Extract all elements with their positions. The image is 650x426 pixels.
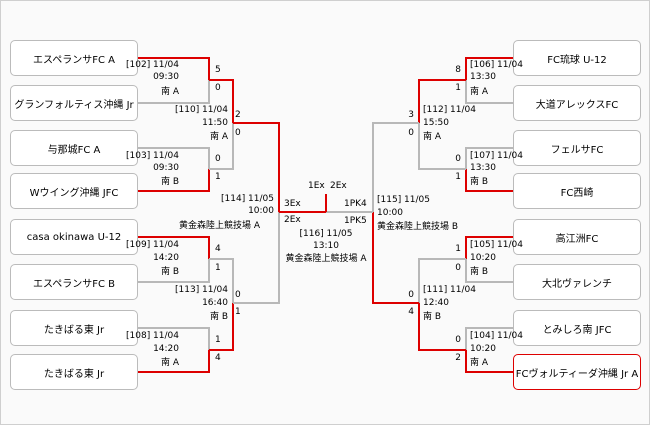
match-113-time: 16:40 bbox=[202, 298, 228, 308]
match-115-id: [115] 11/05 bbox=[377, 195, 430, 205]
match-109-id: [109] 11/04 bbox=[126, 240, 179, 250]
match-110-score-1: 2 bbox=[235, 110, 241, 120]
team-left-2[interactable]: グランフォルティス沖縄 Jr bbox=[10, 85, 138, 121]
match-115-venue: 黄金森陸上競技場 B bbox=[377, 222, 459, 232]
team-right-1[interactable]: FC琉球 U-12 bbox=[513, 40, 641, 76]
match-115-score-2: 0 bbox=[408, 128, 414, 138]
team-left-4[interactable]: Wウイング沖縄 JFC bbox=[10, 173, 138, 209]
match-110-id: [110] 11/04 bbox=[175, 105, 228, 115]
final-score-right-pk: 1PK5 bbox=[344, 216, 367, 226]
team-right-7[interactable]: とみしろ南 JFC bbox=[513, 310, 641, 346]
match-106-score-2: 1 bbox=[455, 83, 461, 93]
match-112-venue: 南 A bbox=[423, 132, 442, 142]
match-106-venue: 南 A bbox=[470, 87, 489, 97]
match-107-id: [107] 11/04 bbox=[470, 151, 523, 161]
match-104-time: 10:20 bbox=[470, 344, 496, 354]
match-106-time: 13:30 bbox=[470, 72, 496, 82]
match-103-id: [103] 11/04 bbox=[126, 151, 179, 161]
match-109-time: 14:20 bbox=[153, 253, 179, 263]
team-left-5[interactable]: casa okinawa U-12 bbox=[10, 219, 138, 255]
match-111-time: 12:40 bbox=[423, 298, 449, 308]
match-114-time: 10:00 bbox=[248, 206, 274, 216]
match-105-time: 10:20 bbox=[470, 253, 496, 263]
match-108-venue: 南 A bbox=[160, 358, 179, 368]
match-108-score-1: 1 bbox=[215, 335, 221, 345]
match-113-score-2: 1 bbox=[235, 307, 241, 317]
match-115-score-1: 3 bbox=[408, 110, 414, 120]
final-venue: 黄金森陸上競技場 A bbox=[285, 254, 367, 264]
team-right-2[interactable]: 大道アレックスFC bbox=[513, 85, 641, 121]
match-102-score-2: 0 bbox=[215, 83, 221, 93]
match-111-score-2: 4 bbox=[408, 307, 414, 317]
match-107-score-1: 0 bbox=[455, 154, 461, 164]
final-score-right-main: 2Ex bbox=[330, 181, 347, 191]
match-104-score-1: 0 bbox=[455, 335, 461, 345]
match-107-time: 13:30 bbox=[470, 163, 496, 173]
match-108-time: 14:20 bbox=[153, 344, 179, 354]
match-106-id: [106] 11/04 bbox=[470, 60, 523, 70]
team-right-3[interactable]: フェルサFC bbox=[513, 130, 641, 166]
match-113-score-1: 0 bbox=[235, 290, 241, 300]
match-103-score-1: 0 bbox=[215, 154, 221, 164]
match-102-venue: 南 A bbox=[160, 87, 179, 97]
match-112-id: [112] 11/04 bbox=[423, 105, 476, 115]
match-104-venue: 南 A bbox=[470, 358, 489, 368]
team-left-7[interactable]: たきばる東 Jr bbox=[10, 310, 138, 346]
team-left-1[interactable]: エスペランサFC A bbox=[10, 40, 138, 76]
match-102-id: [102] 11/04 bbox=[126, 60, 179, 70]
match-110-time: 11:50 bbox=[202, 118, 228, 128]
match-108-id: [108] 11/04 bbox=[126, 331, 179, 341]
match-104-id: [104] 11/04 bbox=[470, 331, 523, 341]
match-105-venue: 南 B bbox=[470, 267, 489, 277]
final-id: [116] 11/05 bbox=[299, 229, 353, 239]
final-score-left-main: 1Ex bbox=[308, 181, 325, 191]
match-115-time: 10:00 bbox=[377, 208, 403, 218]
match-109-score-1: 4 bbox=[215, 244, 221, 254]
match-102-time: 09:30 bbox=[153, 72, 179, 82]
match-109-score-2: 1 bbox=[215, 263, 221, 273]
match-109-venue: 南 B bbox=[160, 267, 179, 277]
match-106-score-1: 8 bbox=[455, 65, 461, 75]
match-103-score-2: 1 bbox=[215, 172, 221, 182]
match-111-id: [111] 11/04 bbox=[423, 285, 476, 295]
final-score-left-pk: 1PK4 bbox=[344, 199, 367, 209]
match-104-score-2: 2 bbox=[455, 353, 461, 363]
match-107-score-2: 1 bbox=[455, 172, 461, 182]
match-113-id: [113] 11/04 bbox=[175, 285, 228, 295]
match-111-venue: 南 B bbox=[423, 312, 442, 322]
match-105-score-2: 0 bbox=[455, 263, 461, 273]
match-114-id: [114] 11/05 bbox=[221, 194, 274, 204]
team-left-3[interactable]: 与那城FC A bbox=[10, 130, 138, 166]
team-right-6[interactable]: 大北ヴァレンチ bbox=[513, 264, 641, 300]
team-right-4[interactable]: FC西崎 bbox=[513, 173, 641, 209]
team-left-6[interactable]: エスペランサFC B bbox=[10, 264, 138, 300]
match-110-score-2: 0 bbox=[235, 128, 241, 138]
match-112-time: 15:50 bbox=[423, 118, 449, 128]
match-114-score-2: 2Ex bbox=[284, 215, 301, 225]
team-right-8[interactable]: FCヴォルティーダ沖縄 Jr A bbox=[513, 354, 641, 390]
match-110-venue: 南 A bbox=[209, 132, 228, 142]
team-left-8[interactable]: たきばる東 Jr bbox=[10, 354, 138, 390]
match-111-score-1: 0 bbox=[408, 290, 414, 300]
match-107-venue: 南 B bbox=[470, 177, 489, 187]
match-103-venue: 南 B bbox=[160, 177, 179, 187]
team-right-5[interactable]: 高江洲FC bbox=[513, 219, 641, 255]
match-105-score-1: 1 bbox=[455, 244, 461, 254]
match-108-score-2: 4 bbox=[215, 353, 221, 363]
match-102-score-1: 5 bbox=[215, 65, 221, 75]
final-time: 13:10 bbox=[313, 241, 339, 251]
match-113-venue: 南 B bbox=[209, 312, 228, 322]
match-114-score-1: 3Ex bbox=[284, 199, 301, 209]
match-103-time: 09:30 bbox=[153, 163, 179, 173]
match-114-venue: 黄金森陸上競技場 A bbox=[179, 221, 261, 231]
match-105-id: [105] 11/04 bbox=[470, 240, 523, 250]
